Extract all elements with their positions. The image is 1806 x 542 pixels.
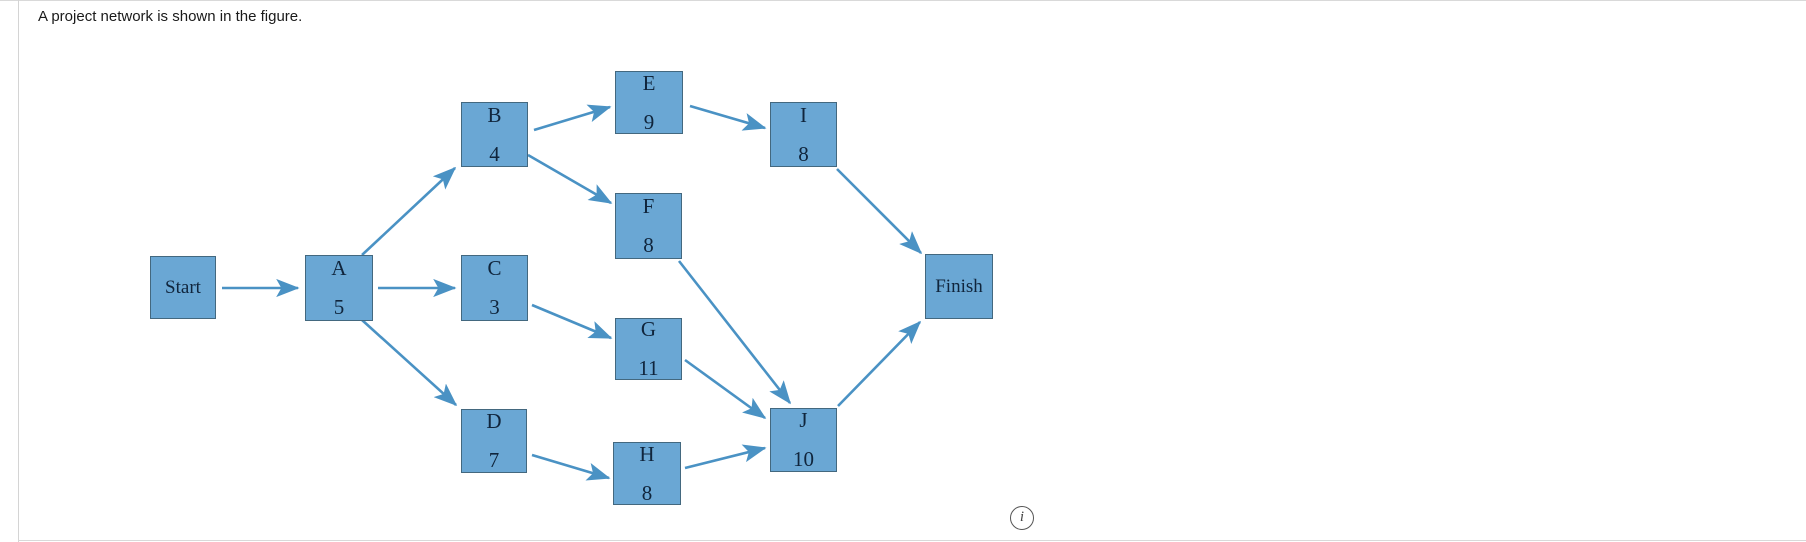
network-edge-a-b: [361, 166, 457, 256]
network-edge-f-j: [677, 260, 792, 405]
panel-top-rule: [0, 0, 1806, 1]
network-edge-a-d: [361, 319, 458, 407]
node-label: G: [640, 317, 657, 341]
node-duration: 11: [638, 356, 659, 380]
network-edge-e-i: [689, 104, 767, 131]
node-duration: 8: [798, 141, 809, 166]
node-label: C: [487, 256, 502, 280]
node-duration: 8: [641, 480, 653, 505]
network-edge-j-finish: [837, 320, 922, 407]
node-label: D: [486, 409, 502, 433]
node-label: Start: [165, 277, 201, 298]
panel-left-rule: [18, 0, 19, 542]
node-duration: 5: [333, 295, 345, 319]
node-duration: 8: [643, 233, 654, 257]
info-icon[interactable]: i: [1010, 506, 1034, 530]
network-edge-b-f: [527, 153, 613, 205]
network-edge-d-h: [531, 453, 611, 481]
network-node-j: J 10: [770, 408, 837, 472]
network-edge-c-g: [531, 303, 613, 340]
node-label: Finish: [935, 276, 983, 297]
node-label: F: [642, 194, 655, 218]
node-duration: 4: [489, 141, 500, 166]
node-label: I: [800, 102, 807, 127]
node-duration: 3: [489, 295, 500, 319]
network-node-start: Start: [150, 256, 216, 319]
node-label: H: [639, 441, 655, 466]
network-edge-b-e: [533, 104, 612, 132]
node-duration: 9: [643, 109, 655, 134]
node-duration: 10: [793, 447, 814, 471]
network-node-finish: Finish: [925, 254, 993, 319]
panel-bottom-rule: [18, 540, 1806, 541]
network-edge-g-j: [684, 358, 767, 420]
network-edge-i-finish: [836, 168, 923, 255]
node-label: A: [331, 256, 347, 280]
question-prompt: A project network is shown in the figure…: [38, 8, 303, 25]
node-label: E: [642, 70, 656, 95]
node-label: J: [799, 408, 808, 432]
network-node-g: G 11: [615, 318, 682, 380]
node-label: B: [487, 102, 502, 127]
node-duration: 7: [488, 448, 500, 472]
network-edge-h-j: [684, 444, 767, 470]
